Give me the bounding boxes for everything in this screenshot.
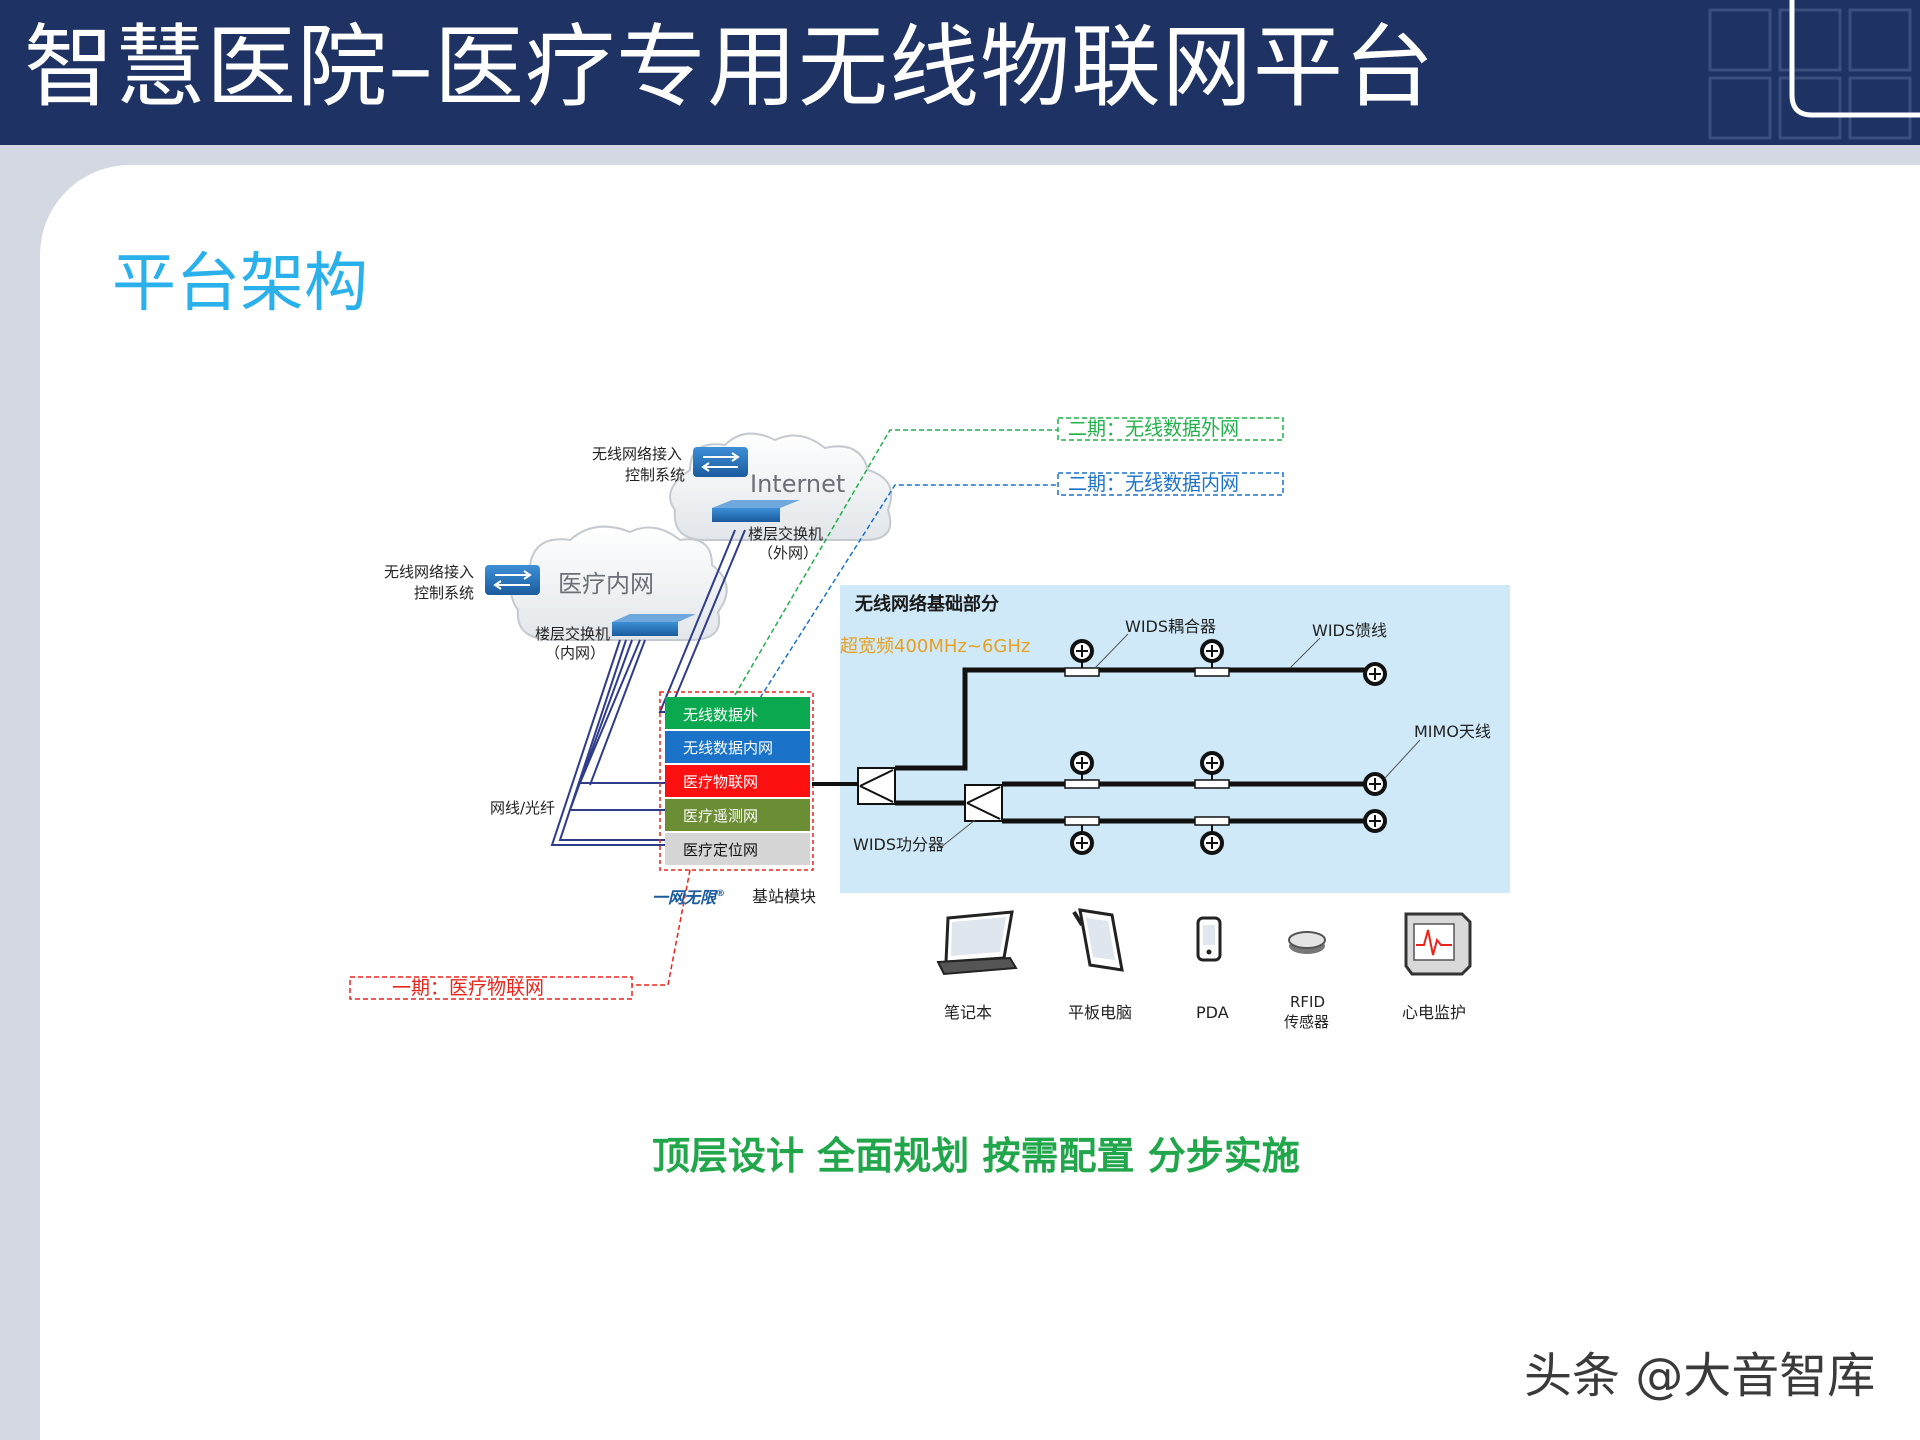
base-station-layer: 医疗物联网 <box>665 765 810 797</box>
laptop-icon <box>936 910 1018 976</box>
layer-label: 医疗遥测网 <box>683 807 758 825</box>
tablet-icon <box>1072 908 1124 972</box>
device-label: 心电监护 <box>1402 1003 1466 1022</box>
base-station-layer: 医疗定位网 <box>665 833 810 865</box>
page-title: 智慧医院–医疗专用无线物联网平台 <box>24 15 1435 120</box>
intranet-cloud: 医疗内网 <box>510 525 728 641</box>
base-station-layer: 医疗遥测网 <box>665 799 810 831</box>
phase2-external-text: 二期：无线数据外网 <box>1068 418 1239 440</box>
device-label: RFID <box>1290 993 1325 1011</box>
device-label-line2: 传感器 <box>1284 1013 1329 1031</box>
frequency-label: 超宽频400MHz~6GHz <box>840 636 1030 657</box>
device-label: 笔记本 <box>944 1003 992 1022</box>
controller-intranet: 无线网络接入 控制系统 <box>384 563 540 602</box>
header-bar: 智慧医院–医疗专用无线物联网平台 <box>0 0 1920 145</box>
ecg-monitor-icon <box>1404 912 1472 976</box>
base-station-layer: 无线数据内网 <box>665 731 810 763</box>
base-station-layer: 无线数据外 <box>665 697 810 729</box>
section-title: 平台架构 <box>112 247 368 321</box>
pda-icon <box>1196 916 1222 962</box>
phase-label-external: 二期：无线数据外网 <box>1057 417 1284 441</box>
device-label: 平板电脑 <box>1068 1003 1132 1022</box>
base-station-module: 无线数据外 无线数据内网 医疗物联网 医疗遥测网 医疗定位网 一网无限® 基站模… <box>652 691 816 907</box>
switch-internal-line2: （内网） <box>545 644 605 662</box>
wids-coupler <box>1194 816 1230 855</box>
wids-splitter <box>964 784 1003 822</box>
brand-mark: ® <box>716 889 725 899</box>
intranet-cloud-label: 医疗内网 <box>558 570 654 598</box>
switch-internal: 楼层交换机 （内网） <box>535 614 696 662</box>
internet-cloud-label: Internet <box>750 470 845 498</box>
slogan: 顶层设计 全面规划 按需配置 分步实施 <box>652 1133 1300 1178</box>
callout-lines <box>939 633 1421 849</box>
phase-label-iot: 一期：医疗物联网 <box>349 976 633 1000</box>
layer-label: 无线数据外 <box>683 706 758 724</box>
controller-internet-line1: 无线网络接入 <box>592 445 682 463</box>
base-station-label: 基站模块 <box>752 887 816 906</box>
switch-external-line2: （外网） <box>758 544 818 562</box>
splitter-label: WIDS功分器 <box>853 835 944 854</box>
wids-splitter <box>857 767 896 805</box>
wids-coupler <box>1194 751 1230 789</box>
layer-label: 医疗物联网 <box>683 773 758 791</box>
rfid-sensor-icon <box>1288 931 1326 954</box>
controller-internet: 无线网络接入 控制系统 <box>592 445 748 484</box>
layer-label: 医疗定位网 <box>683 841 758 859</box>
mimo-antennas <box>1363 662 1387 833</box>
device-label: PDA <box>1196 1003 1229 1022</box>
wids-coupler <box>1194 639 1230 677</box>
phase2-internal-text: 二期：无线数据内网 <box>1068 473 1239 495</box>
controller-internet-line2: 控制系统 <box>625 466 685 484</box>
phase1-iot-text: 一期：医疗物联网 <box>392 977 544 999</box>
wids-coupler <box>1064 639 1100 677</box>
phase-label-internal: 二期：无线数据内网 <box>1057 472 1284 496</box>
feeder-lines <box>812 667 1375 824</box>
cable-label: 网线/光纤 <box>490 799 555 817</box>
mimo-antenna-icon <box>1363 809 1387 833</box>
coupler-antennas <box>1064 639 1230 855</box>
layer-label: 无线数据内网 <box>683 739 773 757</box>
base-station-brand: 一网无限® <box>652 888 725 907</box>
cables <box>550 529 746 846</box>
wireless-panel <box>840 585 1510 893</box>
coupler-label: WIDS耦合器 <box>1125 617 1216 636</box>
wids-coupler <box>1064 816 1100 855</box>
switch-external-line1: 楼层交换机 <box>748 525 823 543</box>
watermark: 头条 @大音智库 <box>1524 1348 1876 1404</box>
switch-external: 楼层交换机 （外网） <box>712 500 823 562</box>
controller-intranet-line1: 无线网络接入 <box>384 563 474 581</box>
controller-intranet-line2: 控制系统 <box>414 584 474 602</box>
wireless-panel-title: 无线网络基础部分 <box>855 593 999 615</box>
antenna-label: MIMO天线 <box>1414 722 1491 741</box>
mimo-antenna-icon <box>1363 772 1387 796</box>
wids-coupler <box>1064 751 1100 789</box>
brand-text: 一网无限 <box>652 888 718 907</box>
phase-connectors <box>632 429 1058 986</box>
header-decoration <box>1708 0 1920 140</box>
feeder-label: WIDS馈线 <box>1312 621 1387 640</box>
mimo-antenna-icon <box>1363 662 1387 686</box>
switch-internal-line1: 楼层交换机 <box>535 625 610 643</box>
